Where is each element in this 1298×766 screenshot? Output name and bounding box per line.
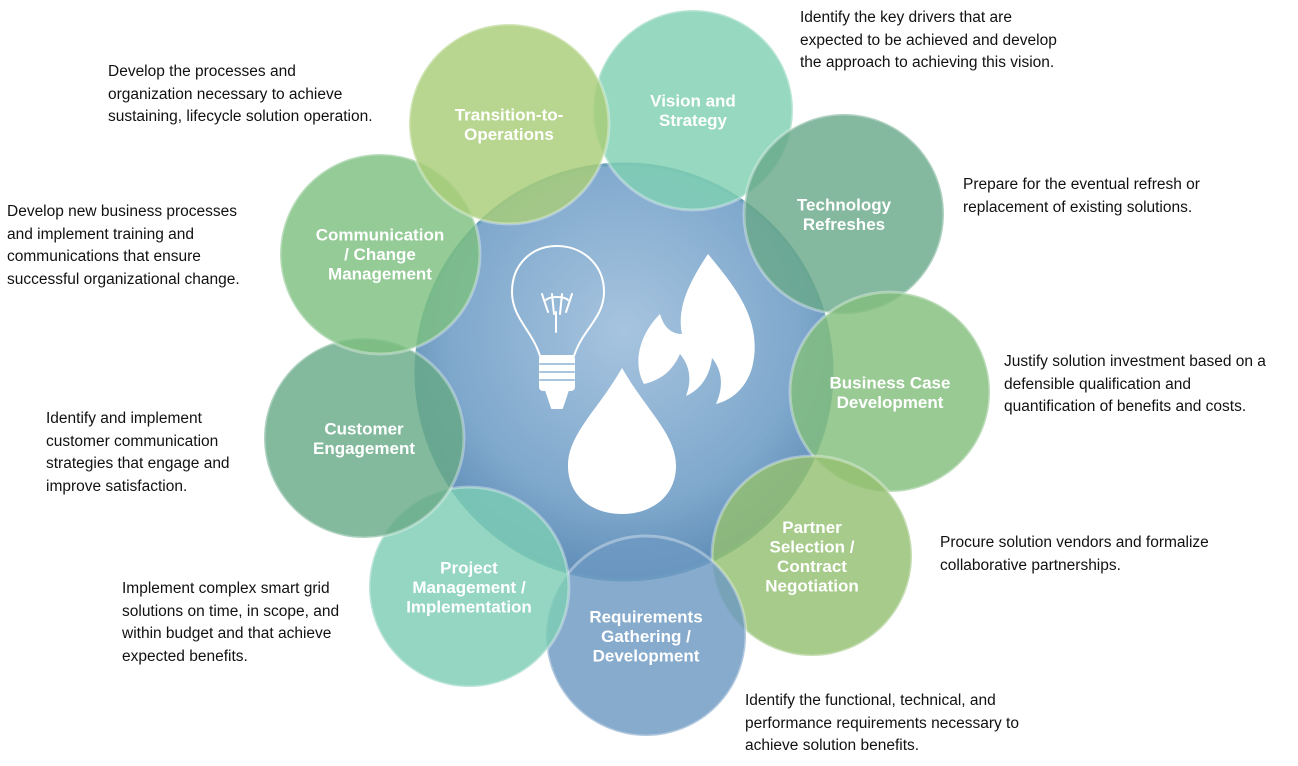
description-line: quantification of benefits and costs. (1004, 398, 1247, 415)
description-line: Identify the functional, technical, and (745, 692, 996, 709)
description-line: Prepare for the eventual refresh or (963, 176, 1200, 193)
description-line: improve satisfaction. (46, 477, 188, 495)
stage-circle (710, 454, 914, 658)
description-line: the approach to achieving this vision. (800, 54, 1055, 71)
stage-description-requirements-gathering: Identify the functional, technical, and p… (745, 690, 1019, 758)
description-line: and implement training and (7, 225, 194, 243)
description-line: Develop new business processes (7, 203, 238, 220)
stage-title-line: Technology (797, 195, 892, 214)
description-line: expected to be achieved and develop (800, 31, 1057, 49)
description-line: expected benefits. (122, 647, 248, 665)
stage-circle (367, 485, 571, 689)
description-line: Identify and implement (46, 410, 202, 427)
stage-title-line: Negotiation (765, 576, 859, 595)
stage-circle (788, 290, 992, 494)
stage-description-project-management: Implement complex smart grid solutions on… (122, 578, 339, 668)
stage-title-line: / Change (344, 245, 416, 264)
light-bulb-icon (511, 245, 605, 409)
stage-title-line: Contract (777, 557, 847, 576)
stage-title-line: Gathering / (601, 627, 691, 646)
description-line: Develop the processes and (108, 63, 296, 80)
stage-title-line: Business Case (830, 373, 951, 392)
stage-description-technology-refreshes: Prepare for the eventual refresh or repla… (963, 174, 1200, 219)
description-line: communications that ensure (7, 248, 201, 265)
stage-description-transition-to-operations: Develop the processes and organization ne… (108, 61, 373, 129)
stage-title-line: Management / (412, 578, 526, 597)
stage-title-line: Management (328, 265, 432, 284)
stage-title-line: Vision and (650, 91, 736, 110)
stage-title-line: Engagement (313, 439, 415, 458)
description-line: successful organizational change. (7, 270, 240, 288)
stage-description-communication-change-management: Develop new business processes and implem… (7, 201, 240, 291)
description-line: collaborative partnerships. (940, 556, 1121, 574)
stage-title-line: Customer (324, 419, 404, 438)
description-line: Justify solution investment based on a (1004, 353, 1266, 370)
description-line: achieve solution benefits. (745, 737, 920, 754)
stage-description-customer-engagement: Identify and implement customer communica… (46, 408, 230, 498)
description-line: customer communication (46, 432, 219, 450)
description-line: organization necessary to achieve (108, 85, 343, 103)
stage-title-line: Development (593, 647, 700, 666)
stage-title-line: Partner (782, 518, 842, 537)
description-line: performance requirements necessary to (745, 714, 1019, 732)
description-line: within budget and that achieve (122, 625, 332, 642)
description-line: defensible qualification and (1004, 375, 1191, 393)
stage-title-line: Communication (316, 226, 444, 245)
stage-title-line: Refreshes (803, 215, 885, 234)
stage-circle (407, 22, 611, 226)
stage-description-business-case-development: Justify solution investment based on a de… (1004, 351, 1266, 419)
description-line: sustaining, lifecycle solution operation… (108, 108, 373, 125)
stage-title-line: Requirements (589, 608, 702, 627)
description-line: replacement of existing solutions. (963, 198, 1193, 216)
stage-title-line: Implementation (406, 598, 532, 617)
flame-icon (638, 254, 755, 404)
description-line: strategies that engage and (46, 455, 230, 472)
stage-title-line: Selection / (769, 537, 854, 556)
description-line: Implement complex smart grid (122, 580, 330, 597)
stage-title-line: Strategy (659, 111, 728, 130)
stage-title-line: Project (440, 559, 498, 578)
stage-title-line: Transition-to- (455, 105, 564, 124)
description-line: Identify the key drivers that are (800, 9, 1012, 26)
water-drop-icon (568, 368, 676, 514)
stage-circle (278, 152, 482, 356)
stage-description-vision-and-strategy: Identify the key drivers that are expecte… (800, 7, 1057, 75)
stage-transition-to-operations: Transition-to-Operations (407, 22, 611, 226)
stage-title-line: Operations (464, 125, 554, 144)
stage-title-line: Development (837, 393, 944, 412)
description-line: solutions on time, in scope, and (122, 602, 340, 620)
description-line: Procure solution vendors and formalize (940, 534, 1209, 551)
stage-description-partner-selection: Procure solution vendors and formalize co… (940, 532, 1209, 577)
